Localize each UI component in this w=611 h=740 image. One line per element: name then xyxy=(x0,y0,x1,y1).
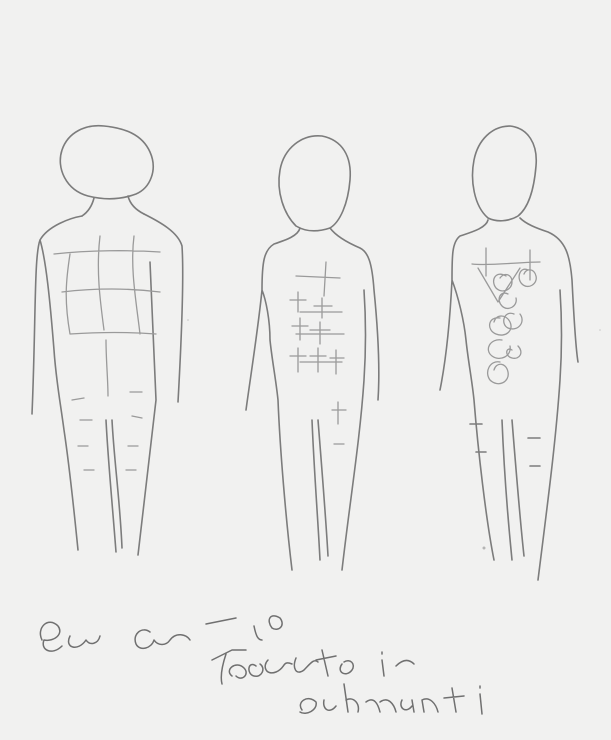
paper-specks xyxy=(187,319,601,549)
caption-line-1 xyxy=(40,616,282,651)
figure-middle-head xyxy=(279,136,350,231)
figure-right-body xyxy=(440,218,578,580)
figure-left-head xyxy=(60,126,153,199)
figure-middle-plus-marks xyxy=(290,262,346,444)
figure-middle xyxy=(246,136,379,570)
figure-right-head xyxy=(473,126,537,221)
figure-middle-body xyxy=(246,228,379,570)
caption-line-2 xyxy=(212,650,414,684)
caption-line-3 xyxy=(300,684,482,714)
figure-right-loops xyxy=(472,248,540,384)
handwritten-caption xyxy=(40,616,482,714)
figure-left xyxy=(32,126,183,555)
figure-right xyxy=(440,126,578,580)
